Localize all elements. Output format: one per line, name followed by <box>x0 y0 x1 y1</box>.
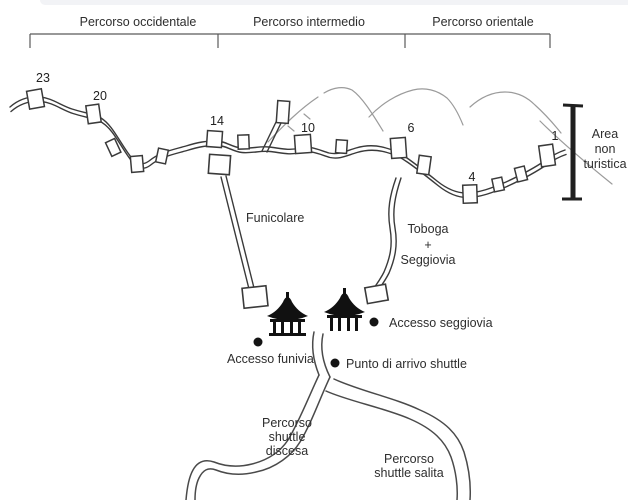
tower-20 <box>84 103 103 125</box>
toboggan-label-line3: Seggiovia <box>401 253 456 267</box>
cablecar-access-dot <box>253 337 263 347</box>
tower-small <box>129 154 145 174</box>
shuttle-roads <box>185 331 471 500</box>
chairlift-bottom-station <box>363 283 390 305</box>
mountains-sketch <box>267 87 613 185</box>
shuttle-arrival-label: Punto di arrivo shuttle <box>346 357 467 371</box>
tower-small <box>513 165 529 183</box>
funicular-top-station <box>207 153 232 176</box>
tower-6 <box>389 136 408 160</box>
tower-4 <box>461 183 479 205</box>
tower-spur <box>275 99 291 125</box>
cablecar-access-label: Accesso funivia <box>227 352 314 366</box>
tower-number-23: 23 <box>36 71 50 85</box>
funicular-bottom-station <box>241 284 269 310</box>
shuttle-up-label-line1: Percorso <box>384 452 434 466</box>
tower-small <box>415 154 433 176</box>
chairlift-toboggan-line <box>363 177 402 305</box>
tower-23 <box>25 87 46 110</box>
section-label-east: Percorso orientale <box>432 15 533 29</box>
tower-number-14: 14 <box>210 114 224 128</box>
funicular-label: Funicolare <box>246 211 304 225</box>
shuttle-up-label-line2: shuttle salita <box>374 466 444 480</box>
funicular-line <box>207 153 269 310</box>
shuttle-up-road <box>333 378 471 500</box>
tower-10 <box>293 133 313 155</box>
toboggan-label-line1: Toboga <box>407 222 448 236</box>
tower-small <box>490 176 506 193</box>
tower-small <box>236 134 251 150</box>
shuttle-down-label-line1: Percorso <box>262 416 312 430</box>
non-tourist-area-bracket <box>562 103 584 201</box>
shuttle-down-road <box>185 374 320 500</box>
section-label-west: Percorso occidentale <box>80 15 197 29</box>
tower-number-1: 1 <box>552 129 559 143</box>
chairlift-access-dot <box>369 317 379 327</box>
tower-small <box>334 138 349 155</box>
non-tourist-area-label-line1: Area <box>592 127 618 141</box>
pagoda-icon <box>267 292 308 336</box>
non-tourist-area-label-line3: turistica <box>583 157 626 171</box>
tower-small <box>154 147 170 165</box>
chairlift-access-label: Accesso seggiovia <box>389 316 493 330</box>
pagoda-icon <box>324 288 365 331</box>
tower-number-4: 4 <box>469 170 476 184</box>
non-tourist-area-label-line2: non <box>595 142 616 156</box>
route-sections-bracket <box>29 33 551 48</box>
tower-number-6: 6 <box>408 121 415 135</box>
tower-number-20: 20 <box>93 89 107 103</box>
shuttle-down-label-line3: discesa <box>266 444 308 458</box>
wall-towers <box>25 87 557 205</box>
tower-1 <box>537 143 557 168</box>
tower-number-10: 10 <box>301 121 315 135</box>
tower-14 <box>205 129 224 149</box>
shuttle-arrival-dot <box>330 358 340 368</box>
section-label-middle: Percorso intermedio <box>253 15 365 29</box>
toboggan-label-line2: + <box>424 238 431 252</box>
shuttle-down-label-line2: shuttle <box>269 430 306 444</box>
tower-small <box>104 137 122 158</box>
page-top-edge-decoration <box>40 0 628 5</box>
